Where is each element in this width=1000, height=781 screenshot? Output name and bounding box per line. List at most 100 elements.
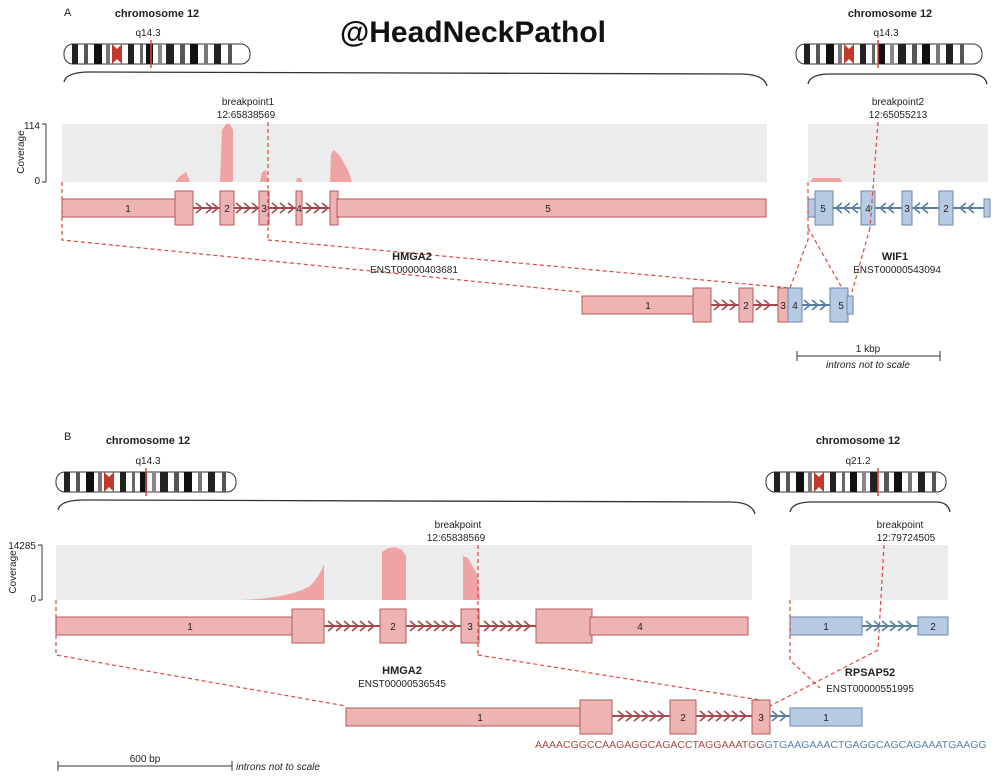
- exon-number: 2: [943, 204, 949, 215]
- intron-arrows: [617, 710, 748, 722]
- exon-number: 4: [637, 622, 643, 633]
- exon-number: 1: [187, 622, 193, 633]
- fusion-transcript: 1 2 3 4 5: [581, 287, 854, 323]
- scale-bar: 1 kbp introns not to scale: [796, 344, 941, 371]
- chromosome-band: q21.2: [845, 456, 870, 467]
- exon-4: [295, 190, 303, 226]
- chromosome-ideogram: [795, 40, 983, 68]
- chromosome-ideogram: [63, 40, 251, 68]
- coverage-max-tick: 14285: [8, 541, 36, 552]
- intron-arrows: [834, 202, 975, 214]
- exon-number: 1: [823, 713, 829, 724]
- scale-note: introns not to scale: [826, 360, 910, 371]
- exon-2: [938, 190, 954, 226]
- chromosome-ideogram: [765, 468, 947, 496]
- exon-1: [581, 295, 695, 315]
- exon-2: [379, 608, 407, 644]
- coverage-min-tick: 0: [34, 176, 40, 187]
- exon-1-cds: [174, 190, 194, 226]
- chromosome-title: chromosome 12: [106, 435, 190, 447]
- transcript-id: ENST00000551995: [826, 684, 914, 695]
- panel-b-label: B: [64, 431, 71, 443]
- exon-1: [983, 198, 991, 218]
- zoom-bracket: [789, 501, 951, 513]
- coverage-peak: [260, 170, 268, 182]
- exon-number: 1: [645, 301, 651, 312]
- gene-name: WIF1: [882, 251, 908, 263]
- exon-number: 1: [823, 622, 829, 633]
- fusion-projection-line: [769, 649, 879, 707]
- coverage-peak: [330, 150, 352, 182]
- gene-name: RPSAP52: [845, 667, 895, 679]
- transcript-id: ENST00000403681: [370, 265, 458, 276]
- exon-1: [789, 616, 863, 636]
- exon-number: 3: [758, 713, 764, 724]
- exon-number: 1: [125, 204, 131, 215]
- coverage-axis-label: Coverage: [16, 130, 27, 174]
- coverage-track: [808, 124, 988, 182]
- exon-number: 3: [780, 301, 786, 312]
- chromosome-title: chromosome 12: [816, 435, 900, 447]
- exon-3: [751, 699, 771, 735]
- exon-4: [787, 287, 803, 323]
- exon-number: 2: [743, 301, 749, 312]
- breakpoint-position: 12:79724505: [877, 533, 936, 544]
- coverage-axis-label: Coverage: [8, 550, 19, 594]
- coverage-peak: [240, 564, 324, 600]
- coverage-track: [790, 545, 948, 600]
- coverage-max-tick: 114: [24, 121, 40, 132]
- exon-number: 5: [545, 204, 551, 215]
- fusion-projection-line: [477, 654, 761, 701]
- scale-label: 600 bp: [130, 754, 161, 765]
- exon-number: 4: [792, 301, 798, 312]
- sequence-rpsap52: GTGAAGAAACTGAGGCAGCAGAAATGAAGG: [764, 739, 986, 751]
- scale-label: 1 kbp: [856, 344, 881, 355]
- exon-1-cds: [579, 699, 613, 735]
- transcript-id: ENST00000543094: [853, 265, 941, 276]
- breakpoint-position: 12:65055213: [869, 110, 928, 121]
- watermark-text: @HeadNeckPathol: [340, 16, 606, 49]
- exon-number: 5: [838, 301, 844, 312]
- exon-3: [258, 190, 270, 226]
- exon-1-cds: [291, 608, 325, 644]
- fusion-projection-line: [789, 182, 809, 289]
- scale-note: introns not to scale: [236, 762, 320, 773]
- coverage-peak: [382, 547, 406, 600]
- scale-bar: 600 bp introns not to scale: [57, 754, 320, 773]
- coverage-peak: [220, 124, 233, 182]
- exon-5: [336, 198, 767, 218]
- breakpoint-line: [869, 121, 879, 229]
- coverage-peak: [810, 178, 842, 182]
- fusion-projection-line: [807, 227, 843, 289]
- exon-number: 5: [820, 204, 826, 215]
- exon-number: 4: [865, 204, 871, 215]
- chromosome-title: chromosome 12: [848, 8, 932, 20]
- chromosome-title: chromosome 12: [115, 8, 199, 20]
- chromosome-band: q14.3: [873, 28, 898, 39]
- exon-2: [738, 287, 754, 323]
- sequence-hmga2: AAAACGGCCAAGAGGCAGACCTAGGAAATGG: [535, 739, 764, 751]
- breakpoint-position: 12:65838569: [427, 533, 486, 544]
- hmga2-gene-model: 1 2 3 4: [55, 608, 749, 644]
- exon-1-cds: [692, 287, 712, 323]
- exon-2: [917, 616, 949, 636]
- fusion-projection-line: [61, 182, 581, 293]
- breakpoint-label: breakpoint: [877, 520, 924, 531]
- hmga2-gene-model: 1 2 3 4 5: [61, 190, 767, 226]
- exon-3: [460, 608, 480, 644]
- exon-number: 2: [224, 204, 230, 215]
- intron-arrows: [327, 620, 532, 632]
- breakpoint-line: [877, 544, 885, 651]
- breakpoint-label: breakpoint: [435, 520, 482, 531]
- panel-a-label: A: [64, 7, 72, 19]
- exon-number: 3: [261, 204, 267, 215]
- gene-name: HMGA2: [382, 665, 422, 677]
- fusion-projection-line: [851, 227, 871, 293]
- zoom-bracket: [57, 499, 756, 515]
- exon-4: [860, 190, 876, 226]
- chromosome-ideogram: [55, 468, 237, 496]
- fusion-projection-line: [267, 239, 791, 289]
- coverage-track: [62, 124, 767, 182]
- intron-arrows: [865, 620, 914, 632]
